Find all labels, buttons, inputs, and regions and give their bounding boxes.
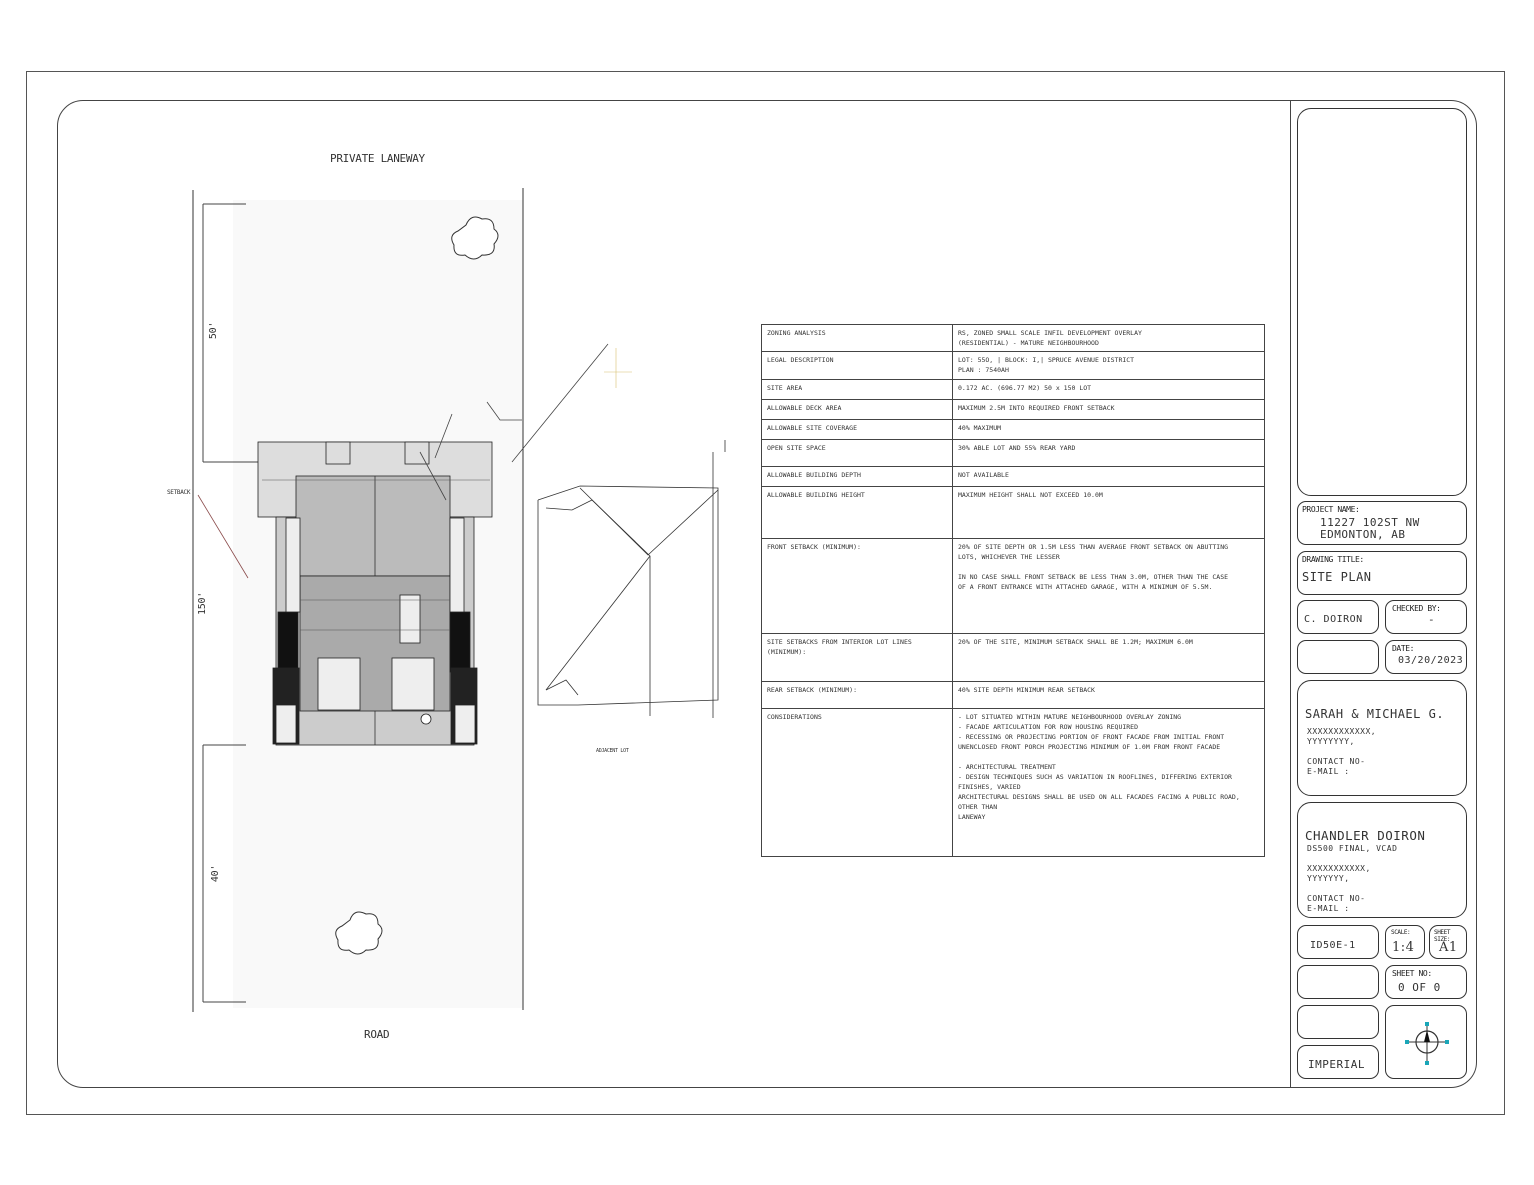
zoning-key: ALLOWABLE BUILDING DEPTH bbox=[761, 466, 953, 487]
sheet-size: A1 bbox=[1439, 940, 1458, 955]
zoning-key: ALLOWABLE DECK AREA bbox=[761, 399, 953, 420]
sheet-number: 0 OF 0 bbox=[1398, 981, 1441, 994]
sheet-number-box: SHEET NO: 0 OF 0 bbox=[1385, 965, 1467, 999]
zoning-key: REAR SETBACK (MINIMUM): bbox=[761, 681, 953, 709]
project-name-label: PROJECT NAME: bbox=[1302, 505, 1360, 514]
outer-border bbox=[26, 71, 1505, 1115]
leader-lines bbox=[419, 343, 609, 501]
blank-box-3 bbox=[1297, 1005, 1379, 1039]
zoning-key: FRONT SETBACK (MINIMUM): bbox=[761, 538, 953, 634]
zoning-value: MAXIMUM 2.5M INTO REQUIRED FRONT SETBACK bbox=[952, 399, 1265, 420]
north-sketch bbox=[604, 348, 632, 388]
checked-by-box: CHECKED BY: - bbox=[1385, 600, 1467, 634]
sheet-number-label: SHEET NO: bbox=[1392, 969, 1432, 978]
designer-name: CHANDLER DOIRON bbox=[1305, 828, 1426, 843]
designer-subtitle: DS500 FINAL, VCAD bbox=[1307, 844, 1398, 853]
zoning-key: CONSIDERATIONS bbox=[761, 708, 953, 857]
project-address-line1: 11227 102ST NW bbox=[1320, 516, 1420, 529]
client-address-line2: YYYYYYYY, bbox=[1307, 737, 1355, 746]
blank-box-2 bbox=[1297, 965, 1379, 999]
client-contact: CONTACT NO- bbox=[1307, 757, 1366, 766]
zoning-value: 0.172 AC. (696.77 M2) 50 x 150 LOT bbox=[952, 379, 1265, 400]
zoning-key: ALLOWABLE BUILDING HEIGHT bbox=[761, 486, 953, 539]
zoning-value: 20% OF SITE DEPTH OR 1.5M LESS THAN AVER… bbox=[952, 538, 1265, 634]
date: 03/20/2023 bbox=[1398, 655, 1464, 666]
title-block bbox=[1290, 100, 1477, 1088]
north-arrow-box bbox=[1385, 1005, 1467, 1079]
zoning-value: 30% ABLE LOT AND 55% REAR YARD bbox=[952, 439, 1265, 467]
zoning-value: MAXIMUM HEIGHT SHALL NOT EXCEED 10.0M bbox=[952, 486, 1265, 539]
sheet-size-label: SHEET SIZE: bbox=[1434, 929, 1451, 943]
zoning-key: OPEN SITE SPACE bbox=[761, 439, 953, 467]
checked-by: - bbox=[1428, 613, 1436, 626]
tree-icon bbox=[451, 216, 499, 260]
adjacent-lot-drawing bbox=[537, 440, 726, 718]
zoning-key: SITE AREA bbox=[761, 379, 953, 400]
adjacent-lot-label: ADJACENT LOT bbox=[596, 748, 629, 754]
designer-contact: CONTACT NO- bbox=[1307, 894, 1366, 903]
title-logo-box bbox=[1297, 108, 1467, 496]
sheet-id-box: ID50E-1 bbox=[1297, 925, 1379, 959]
private-laneway-label: PRIVATE LANEWAY bbox=[330, 152, 425, 165]
client-email: E-MAIL : bbox=[1307, 767, 1350, 776]
date-box: DATE: 03/20/2023 bbox=[1385, 640, 1467, 674]
zoning-key: SITE SETBACKS FROM INTERIOR LOT LINES (M… bbox=[761, 633, 953, 682]
project-name-box: PROJECT NAME: 11227 102ST NW EDMONTON, A… bbox=[1297, 501, 1467, 545]
tree-icon bbox=[335, 911, 383, 955]
zoning-key: ALLOWABLE SITE COVERAGE bbox=[761, 419, 953, 440]
setback-leader bbox=[197, 494, 249, 579]
zoning-value: 40% MAXIMUM bbox=[952, 419, 1265, 440]
checked-by-label: CHECKED BY: bbox=[1392, 604, 1441, 613]
drawn-by-box: C. DOIRON bbox=[1297, 600, 1379, 634]
client-address-line1: XXXXXXXXXXXX, bbox=[1307, 727, 1377, 736]
zoning-value: NOT AVAILABLE bbox=[952, 466, 1265, 487]
sheet-border bbox=[57, 100, 1477, 1088]
units: IMPERIAL bbox=[1308, 1058, 1365, 1071]
blank-box-1 bbox=[1297, 640, 1379, 674]
zoning-key: LEGAL DESCRIPTION bbox=[761, 351, 953, 380]
project-address-line2: EDMONTON, AB bbox=[1320, 528, 1406, 541]
designer-email: E-MAIL : bbox=[1307, 904, 1350, 913]
drawing-title-box: DRAWING TITLE: SITE PLAN bbox=[1297, 551, 1467, 595]
scale-box: SCALE: 1:4 bbox=[1385, 925, 1425, 959]
units-box: IMPERIAL bbox=[1297, 1045, 1379, 1079]
roof-hatch bbox=[262, 479, 490, 631]
client-name: SARAH & MICHAEL G. bbox=[1305, 707, 1445, 721]
zoning-key: ZONING ANALYSIS bbox=[761, 324, 953, 352]
zoning-value: 40% SITE DEPTH MINIMUM REAR SETBACK bbox=[952, 681, 1265, 709]
designer-address-line2: YYYYYYY, bbox=[1307, 874, 1350, 883]
sheet-size-box: SHEET SIZE: A1 bbox=[1429, 925, 1467, 959]
zoning-value: 20% OF THE SITE, MINIMUM SETBACK SHALL B… bbox=[952, 633, 1265, 682]
drawn-by: C. DOIRON bbox=[1304, 614, 1363, 625]
designer-address-line1: XXXXXXXXXXX, bbox=[1307, 864, 1371, 873]
zoning-value: LOT: 55O, | BLOCK: I,| SPRUCE AVENUE DIS… bbox=[952, 351, 1265, 380]
scale: 1:4 bbox=[1392, 940, 1415, 955]
drawing-title-label: DRAWING TITLE: bbox=[1302, 555, 1364, 564]
road-label: ROAD bbox=[364, 1028, 390, 1041]
date-label: DATE: bbox=[1392, 644, 1415, 653]
north-arrow-icon bbox=[1405, 1022, 1449, 1065]
drawing-title: SITE PLAN bbox=[1302, 570, 1372, 584]
zoning-value: RS, ZONED SMALL SCALE INFIL DEVELOPMENT … bbox=[952, 324, 1265, 352]
setback-label: SETBACK bbox=[167, 489, 191, 496]
client-box: SARAH & MICHAEL G. XXXXXXXXXXXX, YYYYYYY… bbox=[1297, 680, 1467, 796]
zoning-value: - LOT SITUATED WITHIN MATURE NEIGHBOURHO… bbox=[952, 708, 1265, 857]
duplex-building bbox=[257, 441, 493, 746]
sheet-id: ID50E-1 bbox=[1310, 940, 1356, 951]
scale-label: SCALE: bbox=[1391, 929, 1411, 936]
designer-box: CHANDLER DOIRON DS500 FINAL, VCAD XXXXXX… bbox=[1297, 802, 1467, 918]
